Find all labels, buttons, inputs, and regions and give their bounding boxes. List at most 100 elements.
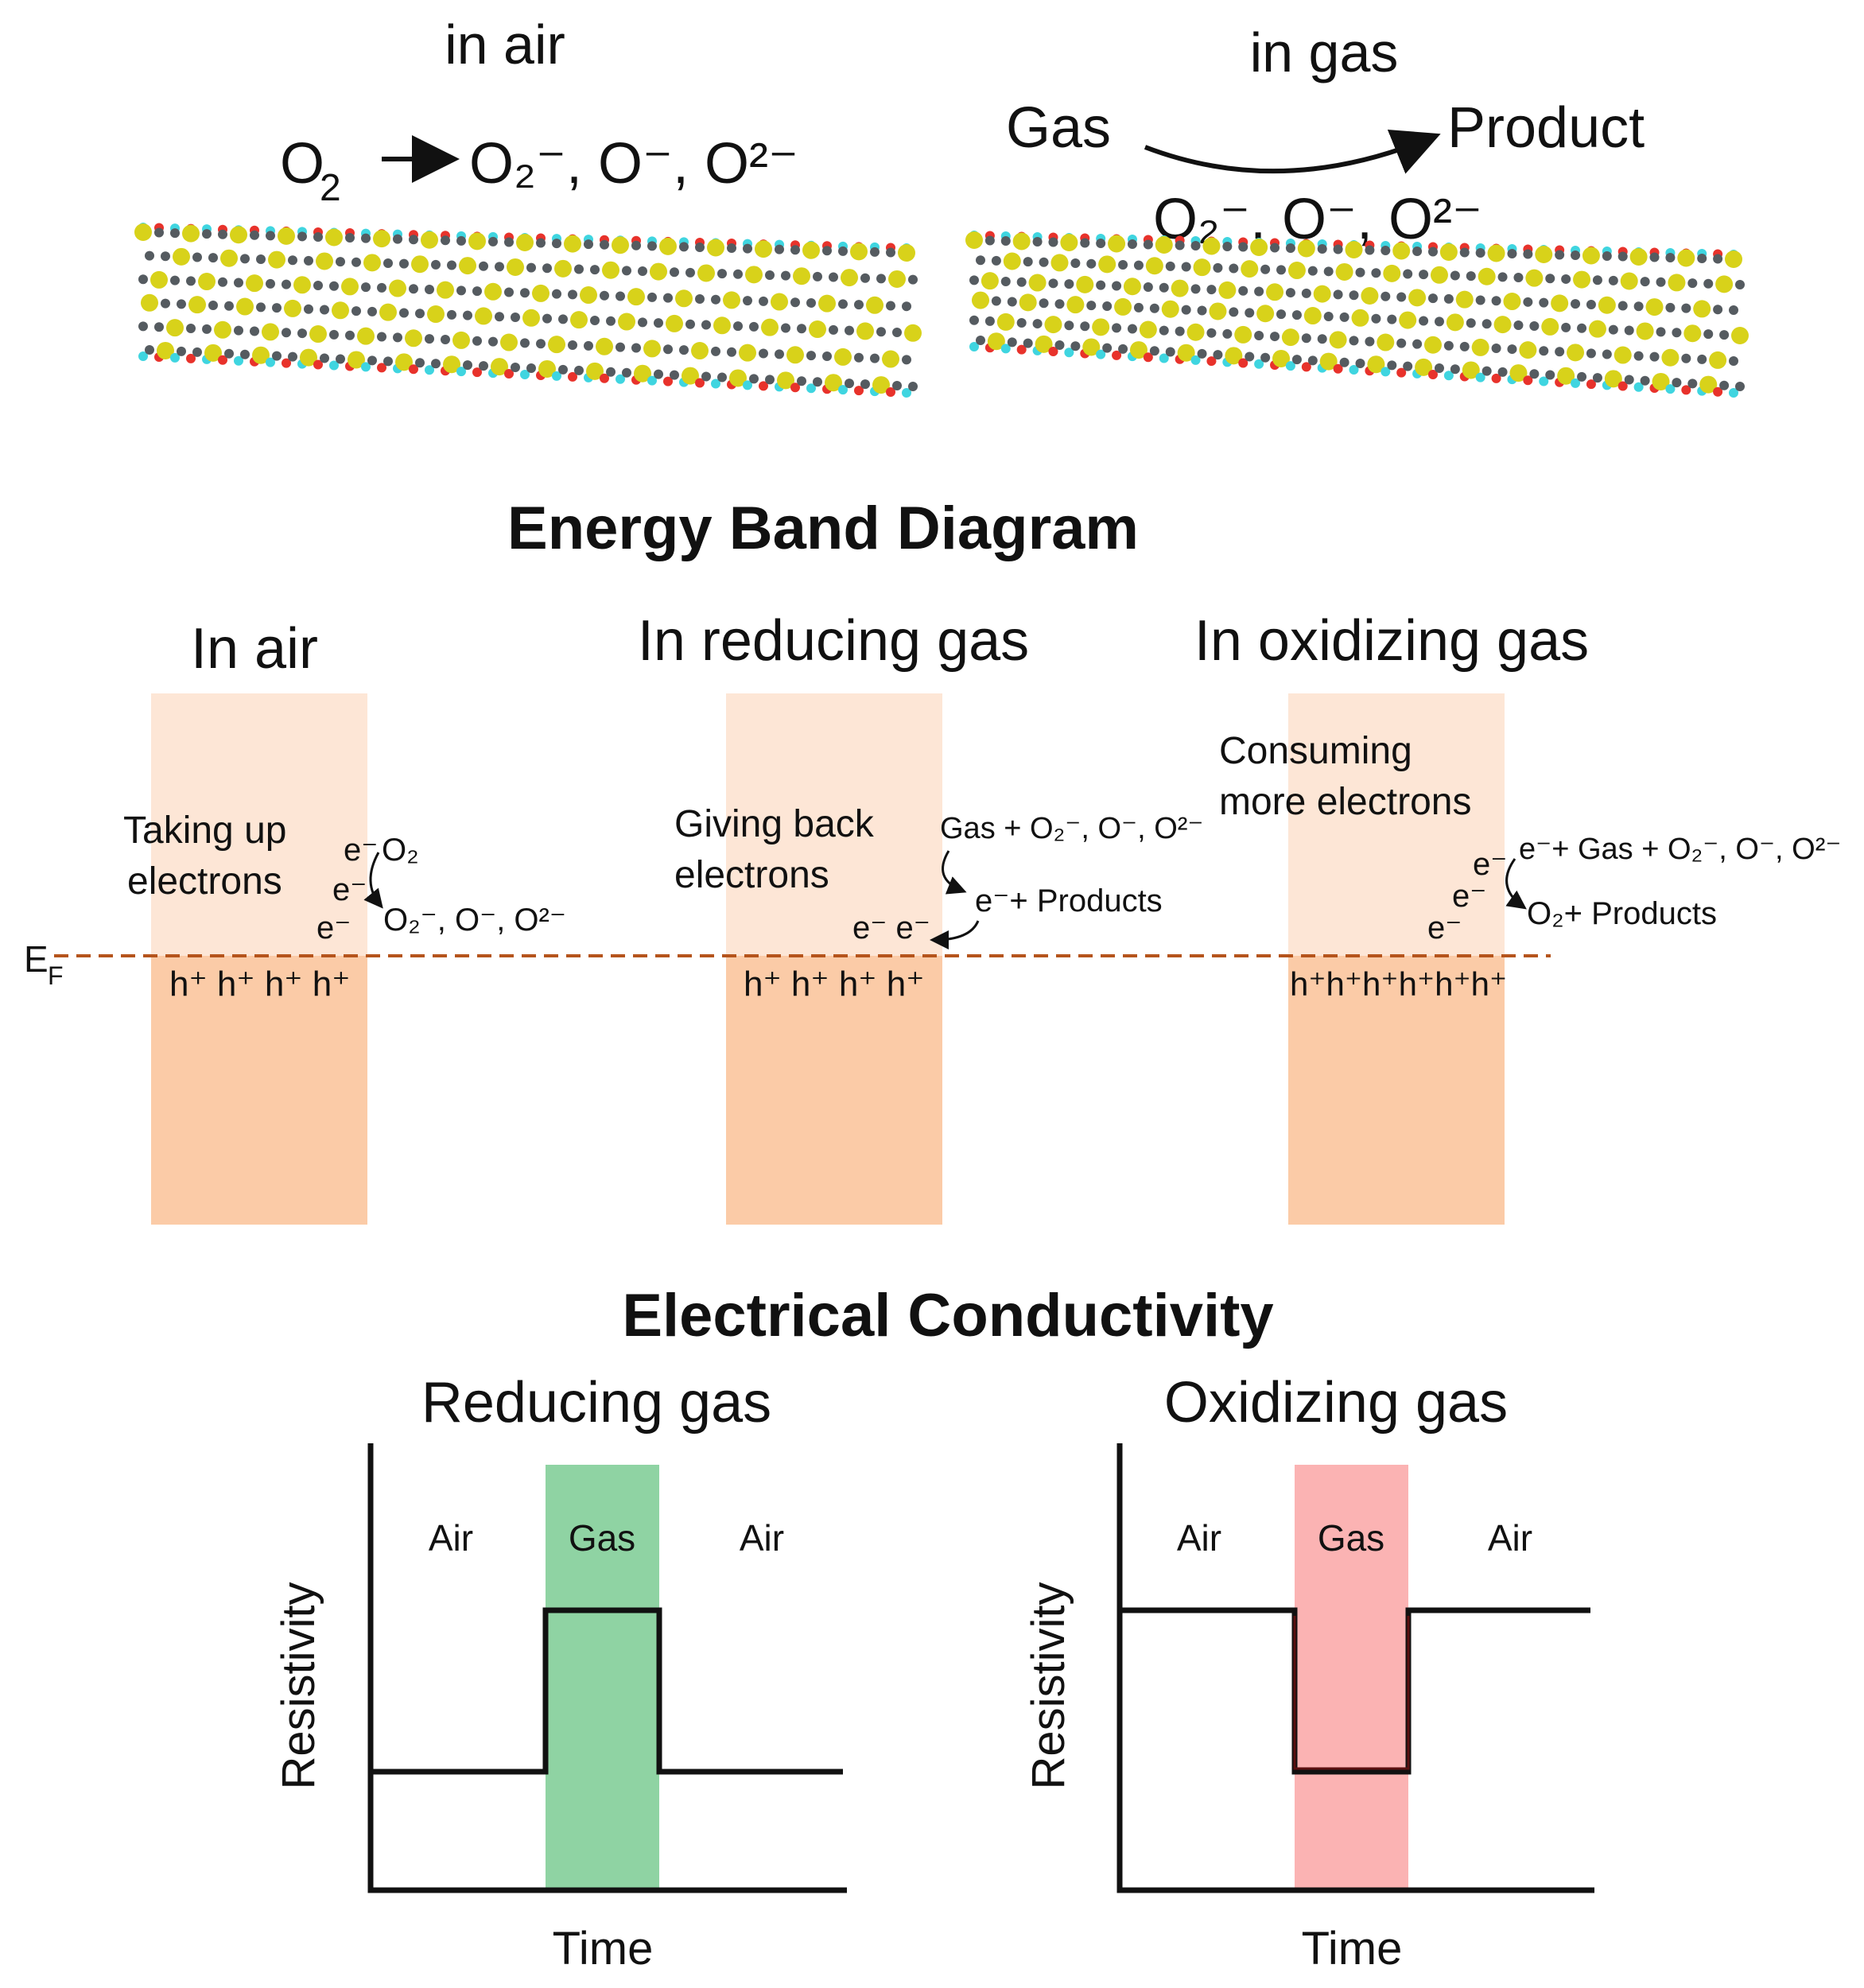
lattice-atom xyxy=(1112,323,1122,333)
lattice-atom xyxy=(1396,292,1407,302)
lattice-atom xyxy=(1703,278,1714,289)
lattice-atom xyxy=(367,355,377,366)
lattice-atom xyxy=(1270,332,1280,342)
lattice-atom xyxy=(666,314,683,332)
lattice-atom xyxy=(1197,305,1207,316)
lattice-atom xyxy=(1323,266,1334,277)
lattice-atom xyxy=(1408,289,1427,307)
lattice-atom xyxy=(574,264,584,274)
lattice-atom xyxy=(348,351,365,369)
lattice-atom xyxy=(1608,324,1618,335)
lattice-atom xyxy=(345,233,355,243)
lattice-atom xyxy=(1649,252,1660,262)
lattice-atom xyxy=(145,250,154,261)
lattice-atom xyxy=(1050,254,1069,272)
lattice-atom xyxy=(1652,372,1670,390)
lattice-atom xyxy=(729,369,747,387)
oxidizing-electron-2: e⁻ xyxy=(1452,879,1486,914)
lattice-atom xyxy=(395,353,413,371)
lattice-atom xyxy=(336,354,345,364)
air-reaction-products: O₂⁻, O⁻, O²⁻ xyxy=(469,132,798,196)
surface-atom xyxy=(266,357,275,367)
lattice-atom xyxy=(755,240,772,258)
lattice-atom xyxy=(383,356,393,367)
air-reaction: O 2 O₂⁻, O⁻, O²⁻ xyxy=(280,132,798,209)
lattice-atom xyxy=(1633,351,1644,361)
lattice-atom xyxy=(1551,294,1569,313)
lattice-atom xyxy=(1213,350,1223,360)
oxidizing-note-line2: more electrons xyxy=(1219,781,1471,823)
lattice-atom xyxy=(1430,266,1448,284)
lattice-atom xyxy=(361,282,371,293)
surface-atom xyxy=(313,359,323,370)
lattice-atom xyxy=(1459,247,1470,258)
gas-reaction: Gas Product O₂⁻, O⁻, O²⁻ xyxy=(1006,96,1645,251)
crystal-slab-air xyxy=(134,223,922,398)
lattice-atom xyxy=(1367,355,1385,374)
lattice-atom xyxy=(415,358,425,368)
lattice-atom xyxy=(1317,244,1327,254)
lattice-atom xyxy=(586,362,604,380)
lattice-atom xyxy=(691,342,709,360)
lattice-atom xyxy=(320,305,329,315)
lattice-atom xyxy=(733,321,743,332)
lattice-atom xyxy=(854,352,864,363)
lattice-atom xyxy=(1592,275,1602,285)
band-air-lower xyxy=(151,956,367,1225)
lattice-atom xyxy=(1478,267,1496,285)
lattice-atom xyxy=(860,273,870,283)
oxidizing-electron-3: e⁻ xyxy=(1427,911,1462,945)
lattice-atom xyxy=(1697,354,1707,364)
lattice-atom xyxy=(701,320,711,330)
air-electron-arrow xyxy=(363,852,383,909)
lattice-atom xyxy=(600,290,609,301)
lattice-atom xyxy=(739,344,756,362)
lattice-atom xyxy=(282,279,291,289)
lattice-atom xyxy=(250,230,259,240)
lattice-atom xyxy=(717,269,727,279)
lattice-atom xyxy=(685,267,695,278)
lattice-atom xyxy=(154,322,164,332)
surface-atom xyxy=(504,369,514,379)
lattice-atom xyxy=(813,377,822,387)
lattice-atom xyxy=(188,296,206,314)
air-electron-3: e⁻ xyxy=(316,911,351,945)
lattice-atom xyxy=(1123,278,1141,296)
lattice-atom xyxy=(1459,341,1470,351)
lattice-atom xyxy=(886,247,895,258)
lattice-atom xyxy=(234,325,243,336)
lattice-atom xyxy=(777,371,794,390)
lattice-atom xyxy=(1387,360,1397,371)
lattice-atom xyxy=(1225,347,1243,365)
lattice-atom xyxy=(1525,269,1544,287)
lattice-atom xyxy=(697,264,715,282)
lattice-atom xyxy=(1159,282,1169,293)
lattice-atom xyxy=(522,309,540,327)
lattice-atom xyxy=(765,375,775,385)
surface-atom xyxy=(1285,361,1295,371)
lattice-atom xyxy=(1028,274,1047,292)
lattice-atom xyxy=(1112,281,1122,291)
lattice-atom xyxy=(1475,295,1485,305)
lattice-atom xyxy=(336,257,345,267)
surface-atom xyxy=(886,387,895,398)
lattice-atom xyxy=(654,369,663,379)
lattice-atom xyxy=(654,318,663,328)
lattice-atom xyxy=(972,291,989,309)
lattice-atom xyxy=(856,322,874,340)
lattice-atom xyxy=(379,303,397,321)
lattice-atom xyxy=(841,269,858,287)
lattice-atom xyxy=(1102,301,1113,311)
surface-atom xyxy=(1064,348,1074,358)
lattice-atom xyxy=(262,323,279,341)
crystal-gas-title: in gas xyxy=(1250,21,1399,83)
lattice-atom xyxy=(695,242,705,252)
surface-atom xyxy=(1539,376,1549,386)
lattice-atom xyxy=(173,247,190,266)
lattice-atom xyxy=(341,278,359,296)
lattice-atom xyxy=(1709,351,1727,369)
lattice-atom xyxy=(475,307,492,325)
lattice-atom xyxy=(622,367,631,378)
lattice-atom xyxy=(627,288,645,306)
